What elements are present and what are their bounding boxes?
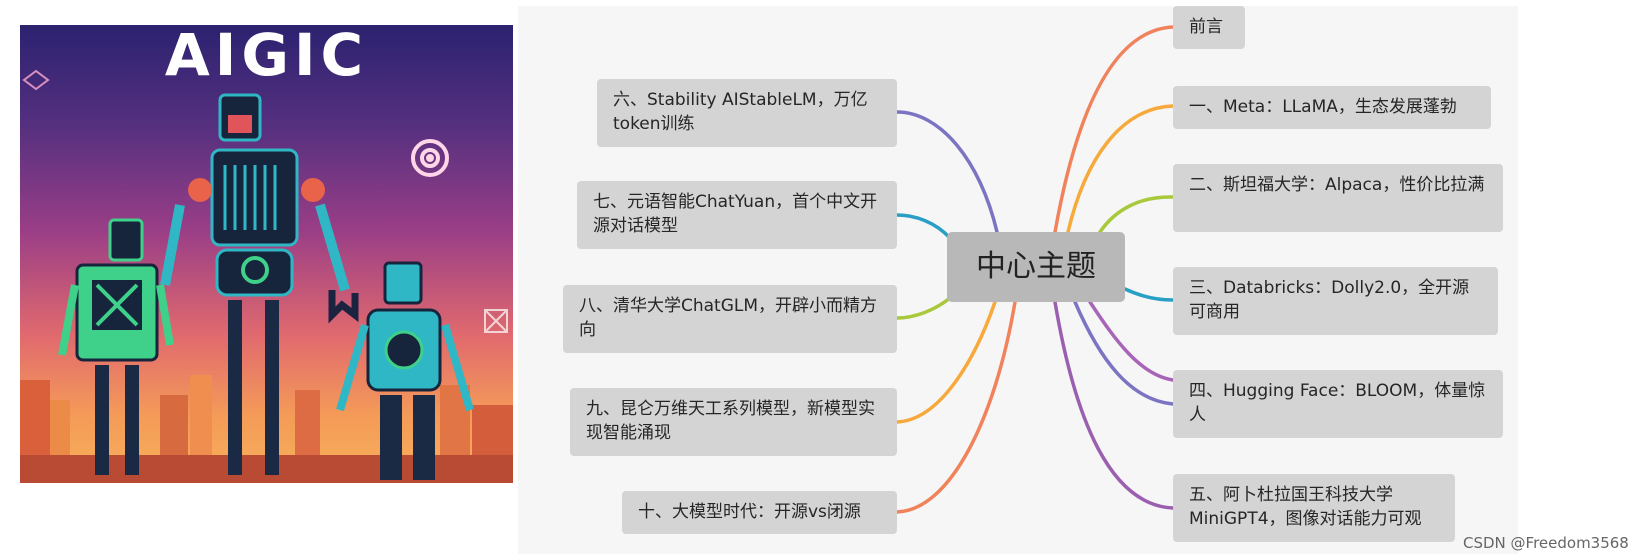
poster-title: AIGIC	[164, 25, 369, 89]
node-databricks-dolly[interactable]: 三、Databricks：Dolly2.0，全开源可商用	[1173, 267, 1498, 335]
node-preface[interactable]: 前言	[1173, 6, 1245, 49]
big-robot	[160, 93, 359, 475]
connector-n1	[1066, 104, 1175, 234]
connector-n9	[895, 300, 997, 424]
node-stability-stablelm[interactable]: 六、Stability AIStableLM，万亿token训练	[597, 79, 897, 147]
robots-illustration	[20, 69, 513, 483]
node-tsinghua-chatglm[interactable]: 八、清华大学ChatGLM，开辟小而精方向	[563, 285, 897, 353]
node-open-vs-closed[interactable]: 十、大模型时代：开源vs闭源	[622, 491, 897, 534]
node-yuanyu-chatyuan[interactable]: 七、元语智能ChatYuan，首个中文开源对话模型	[577, 181, 897, 249]
csdn-watermark: CSDN @Freedom3568	[1463, 534, 1629, 552]
small-right-robot	[336, 261, 474, 480]
poster-logo-icon	[22, 69, 50, 91]
connector-n7	[895, 213, 952, 240]
connector-n2	[1098, 195, 1175, 234]
connector-n10	[895, 300, 1017, 514]
connector-n4	[1088, 300, 1175, 382]
target-icon	[411, 139, 449, 177]
crossed-box-icon	[484, 309, 508, 333]
node-stanford-alpaca[interactable]: 二、斯坦福大学：Alpaca，性价比拉满	[1173, 164, 1503, 232]
connector-n8	[895, 296, 952, 320]
green-robot	[58, 218, 174, 475]
central-topic-node[interactable]: 中心主题	[947, 232, 1125, 302]
connector-n3	[1123, 287, 1175, 302]
connector-n4-secondary	[1073, 300, 1175, 406]
node-kunlun-tiangong[interactable]: 九、昆仑万维天工系列模型，新模型实现智能涌现	[570, 388, 897, 456]
aigic-poster-image: AIGIC	[20, 25, 513, 483]
connector-n6	[895, 110, 999, 234]
node-meta-llama[interactable]: 一、Meta：LLaMA，生态发展蓬勃	[1173, 86, 1491, 129]
node-huggingface-bloom[interactable]: 四、Hugging Face：BLOOM，体量惊人	[1173, 370, 1503, 438]
node-kaust-minigpt4[interactable]: 五、阿卜杜拉国王科技大学MiniGPT4，图像对话能力可观	[1173, 474, 1455, 542]
connector-n0	[1053, 25, 1175, 234]
connector-n5	[1053, 300, 1175, 510]
